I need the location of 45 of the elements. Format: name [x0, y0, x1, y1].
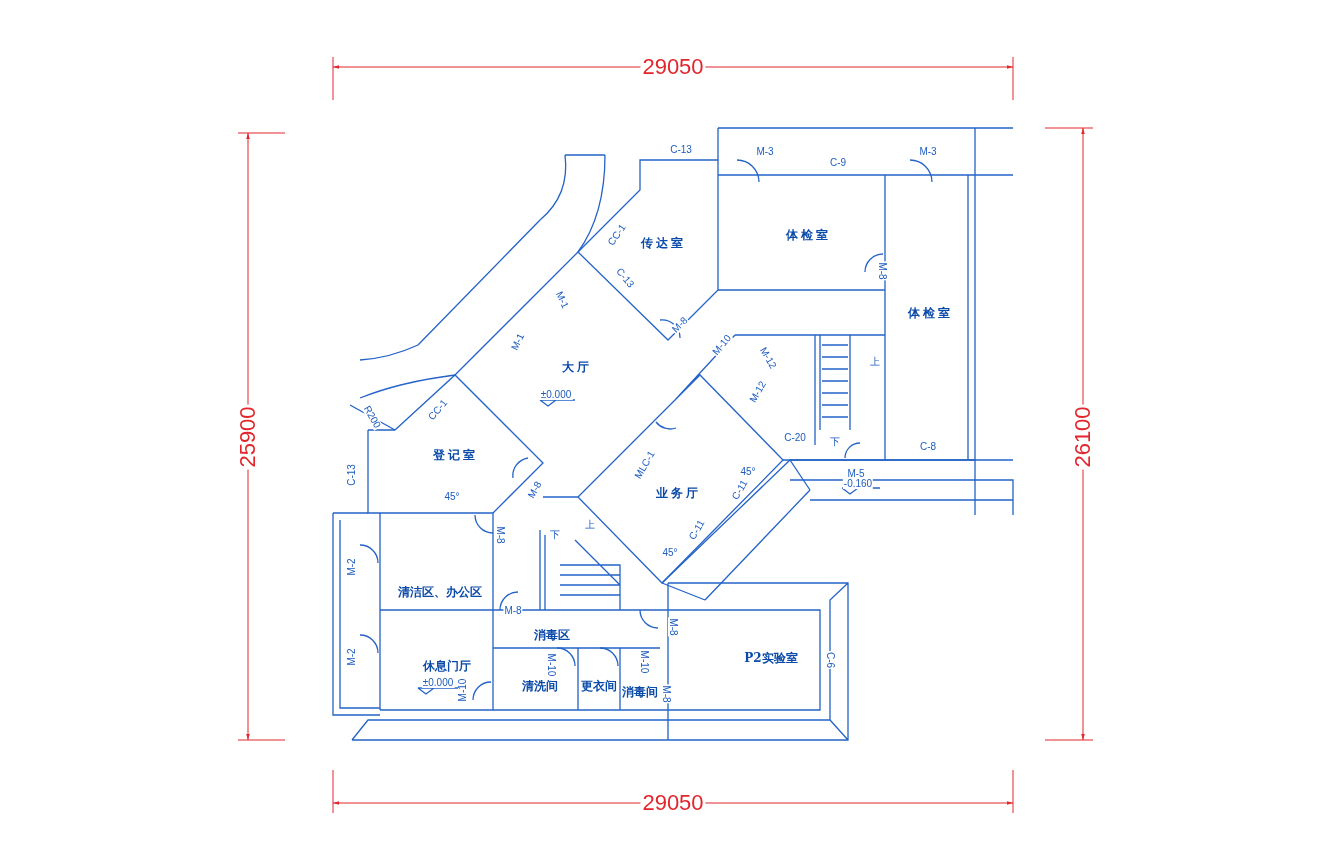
- door-code: M-1: [509, 331, 527, 353]
- stair-direction-label: 上: [584, 520, 596, 530]
- door-code: M-8: [495, 525, 505, 545]
- door-code: M-8: [668, 617, 678, 637]
- room-name: P2实验室: [744, 652, 798, 664]
- window-code: C-8: [918, 442, 938, 452]
- room-name: 消毒间: [622, 686, 658, 698]
- window-code: C-9: [828, 158, 848, 168]
- room-name: 休息门厅: [423, 660, 471, 672]
- window-code: C-20: [783, 433, 807, 443]
- room-name: 更衣间: [581, 680, 617, 692]
- door-code: M-10: [546, 652, 556, 678]
- door-code: M-8: [669, 314, 691, 336]
- angle-value: 45°: [661, 548, 679, 558]
- door-code: M-2: [347, 557, 357, 577]
- stair-direction-label: 上: [869, 357, 881, 367]
- door-code: M-2: [347, 647, 357, 667]
- elevation-value: ±0.000: [539, 390, 573, 400]
- room-name: 登记室: [432, 449, 478, 461]
- elevation-value: ±0.000: [421, 678, 455, 688]
- door-code: M-1: [553, 289, 571, 311]
- angle-value: 45°: [739, 467, 757, 477]
- room-name: 清洁区、办公区: [398, 586, 482, 598]
- window-code: C-13: [669, 145, 693, 155]
- window-code: C-13: [347, 463, 357, 487]
- door-code: M-3: [918, 147, 938, 157]
- room-name: 大厅: [562, 361, 592, 373]
- door-code: M-8: [661, 684, 671, 704]
- elevation-value: -0.160: [842, 479, 874, 489]
- room-name: 体检室: [785, 229, 831, 241]
- stair-direction-label: 下: [549, 530, 561, 540]
- door-code: M-10: [458, 677, 468, 703]
- door-code: M-8: [877, 261, 887, 281]
- window-code: C-6: [825, 650, 835, 670]
- door-code: M-10: [639, 649, 649, 675]
- room-name: 清洗间: [522, 680, 558, 692]
- angle-value: 45°: [443, 492, 461, 502]
- room-name: 体检室: [907, 307, 953, 319]
- stair-direction-label: 下: [829, 437, 841, 447]
- door-code: M-5: [846, 469, 866, 479]
- door-code: M-8: [503, 606, 523, 616]
- room-name: 业务厅: [655, 487, 701, 499]
- room-name: 传达室: [640, 237, 686, 249]
- door-code: M-3: [755, 147, 775, 157]
- room-name: 消毒区: [534, 629, 570, 641]
